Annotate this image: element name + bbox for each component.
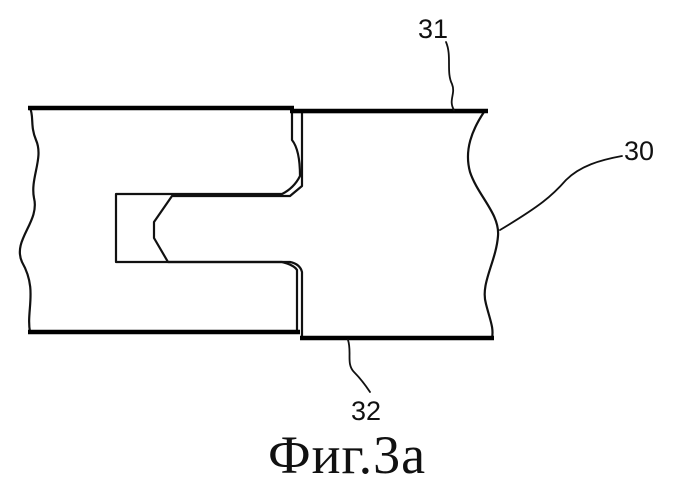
figure-caption: Фиг.3а	[0, 425, 694, 485]
leader-32	[348, 340, 370, 392]
left-panel	[20, 108, 300, 332]
label-32: 32	[351, 396, 381, 426]
label-30: 30	[624, 136, 654, 166]
leader-31	[446, 42, 454, 110]
label-31: 31	[418, 14, 448, 44]
left-panel-outline	[20, 108, 300, 332]
right-panel	[154, 111, 498, 338]
right-panel-outline	[154, 112, 498, 338]
leader-30	[500, 156, 622, 230]
